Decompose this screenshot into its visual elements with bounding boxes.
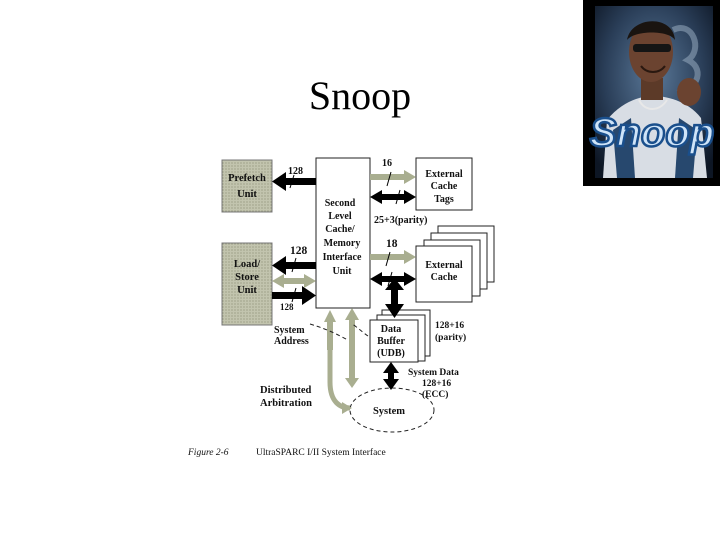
udb-dashed-line [351, 323, 369, 337]
store-bus-arrow [272, 286, 316, 305]
tags-grey-arrow [370, 170, 416, 184]
system-address-grey-arrow-2 [345, 308, 359, 388]
prefetch-width-label: 128 [288, 166, 303, 177]
distributed-arbitration-line-1: Distributed [260, 385, 311, 396]
prefetch-unit: Prefetch Unit [221, 159, 273, 213]
l2-label-line-6: Unit [333, 266, 353, 277]
load-store-unit: Load/ Store Unit [221, 242, 273, 326]
l2-label-line-2: Level [328, 211, 352, 222]
udb-label-line-1: Data [381, 324, 402, 335]
address-dashed-line [309, 323, 349, 341]
l2-label-line-5: Interface [323, 252, 362, 263]
load-width-label: 128 [290, 245, 308, 257]
prefetch-bus-arrow [272, 172, 316, 191]
ext-cache-label-line-1: External [425, 260, 462, 271]
load-bus-arrow [272, 256, 316, 275]
system-data-label-line-3: (ECC) [422, 389, 448, 400]
system-interface-diagram: Prefetch Unit Load/ Store Unit Second Le… [180, 150, 510, 465]
second-level-cache-unit: Second Level Cache/ Memory Interface Uni… [315, 157, 371, 309]
data-buffer-udb: Data Buffer (UDB) [369, 309, 431, 363]
l2-label-line-4: Memory [324, 238, 361, 249]
udb-label-line-3: (UDB) [377, 348, 405, 359]
load-store-label-line-1: Load/ [234, 259, 261, 270]
figure-number-caption: Figure 2-6 [187, 448, 229, 458]
l2-label-line-3: Cache/ [325, 224, 355, 235]
prefetch-label-line-2: Unit [237, 189, 257, 200]
tags-width-label: 16 [382, 158, 392, 169]
system-address-label-line-2: Address [274, 336, 309, 347]
load-store-grey-arrow [272, 274, 316, 288]
system-data-label-line-1: System Data [408, 368, 459, 378]
tags-label-line-1: External [425, 169, 462, 180]
store-width-label: 128 [280, 302, 294, 312]
cache-data-label-line-2: (parity) [435, 332, 466, 343]
l2-label-line-1: Second [325, 198, 356, 209]
snoop-logo-text: Snoop [590, 111, 714, 155]
bus-width-ticks [289, 171, 401, 303]
load-store-label-line-2: Store [235, 272, 259, 283]
tags-label-line-3: Tags [434, 194, 454, 205]
external-cache-stack: External Cache [415, 225, 495, 303]
external-cache-tags: External Cache Tags [415, 157, 473, 211]
system-label: System [373, 406, 405, 417]
system-address-label-line-1: System [274, 325, 305, 336]
figure-caption-text: UltraSPARC I/II System Interface [256, 447, 386, 458]
system-address-grey-arrow [324, 310, 352, 414]
slide-title: Snoop [308, 73, 412, 118]
cache-udb-black-arrow [385, 278, 404, 318]
tags-parity-label: 25+3(parity) [374, 215, 427, 226]
ext-cache-label-line-2: Cache [431, 272, 458, 283]
cache-width-label: 18 [386, 238, 398, 250]
tags-label-line-2: Cache [431, 181, 458, 192]
distributed-arbitration-line-2: Arbitration [260, 398, 312, 409]
cache-grey-arrow [370, 250, 416, 264]
tags-black-arrow [370, 190, 416, 204]
udb-label-line-2: Buffer [377, 336, 405, 347]
system-data-label-line-2: 128+16 [422, 379, 451, 389]
snoop-portrait-image: Snoop [583, 0, 720, 186]
cache-data-label-line-1: 128+16 [435, 321, 464, 331]
load-store-label-line-3: Unit [237, 285, 257, 296]
cache-black-arrow [370, 272, 416, 286]
udb-system-black-arrow [383, 362, 399, 390]
prefetch-label-line-1: Prefetch [228, 173, 266, 184]
